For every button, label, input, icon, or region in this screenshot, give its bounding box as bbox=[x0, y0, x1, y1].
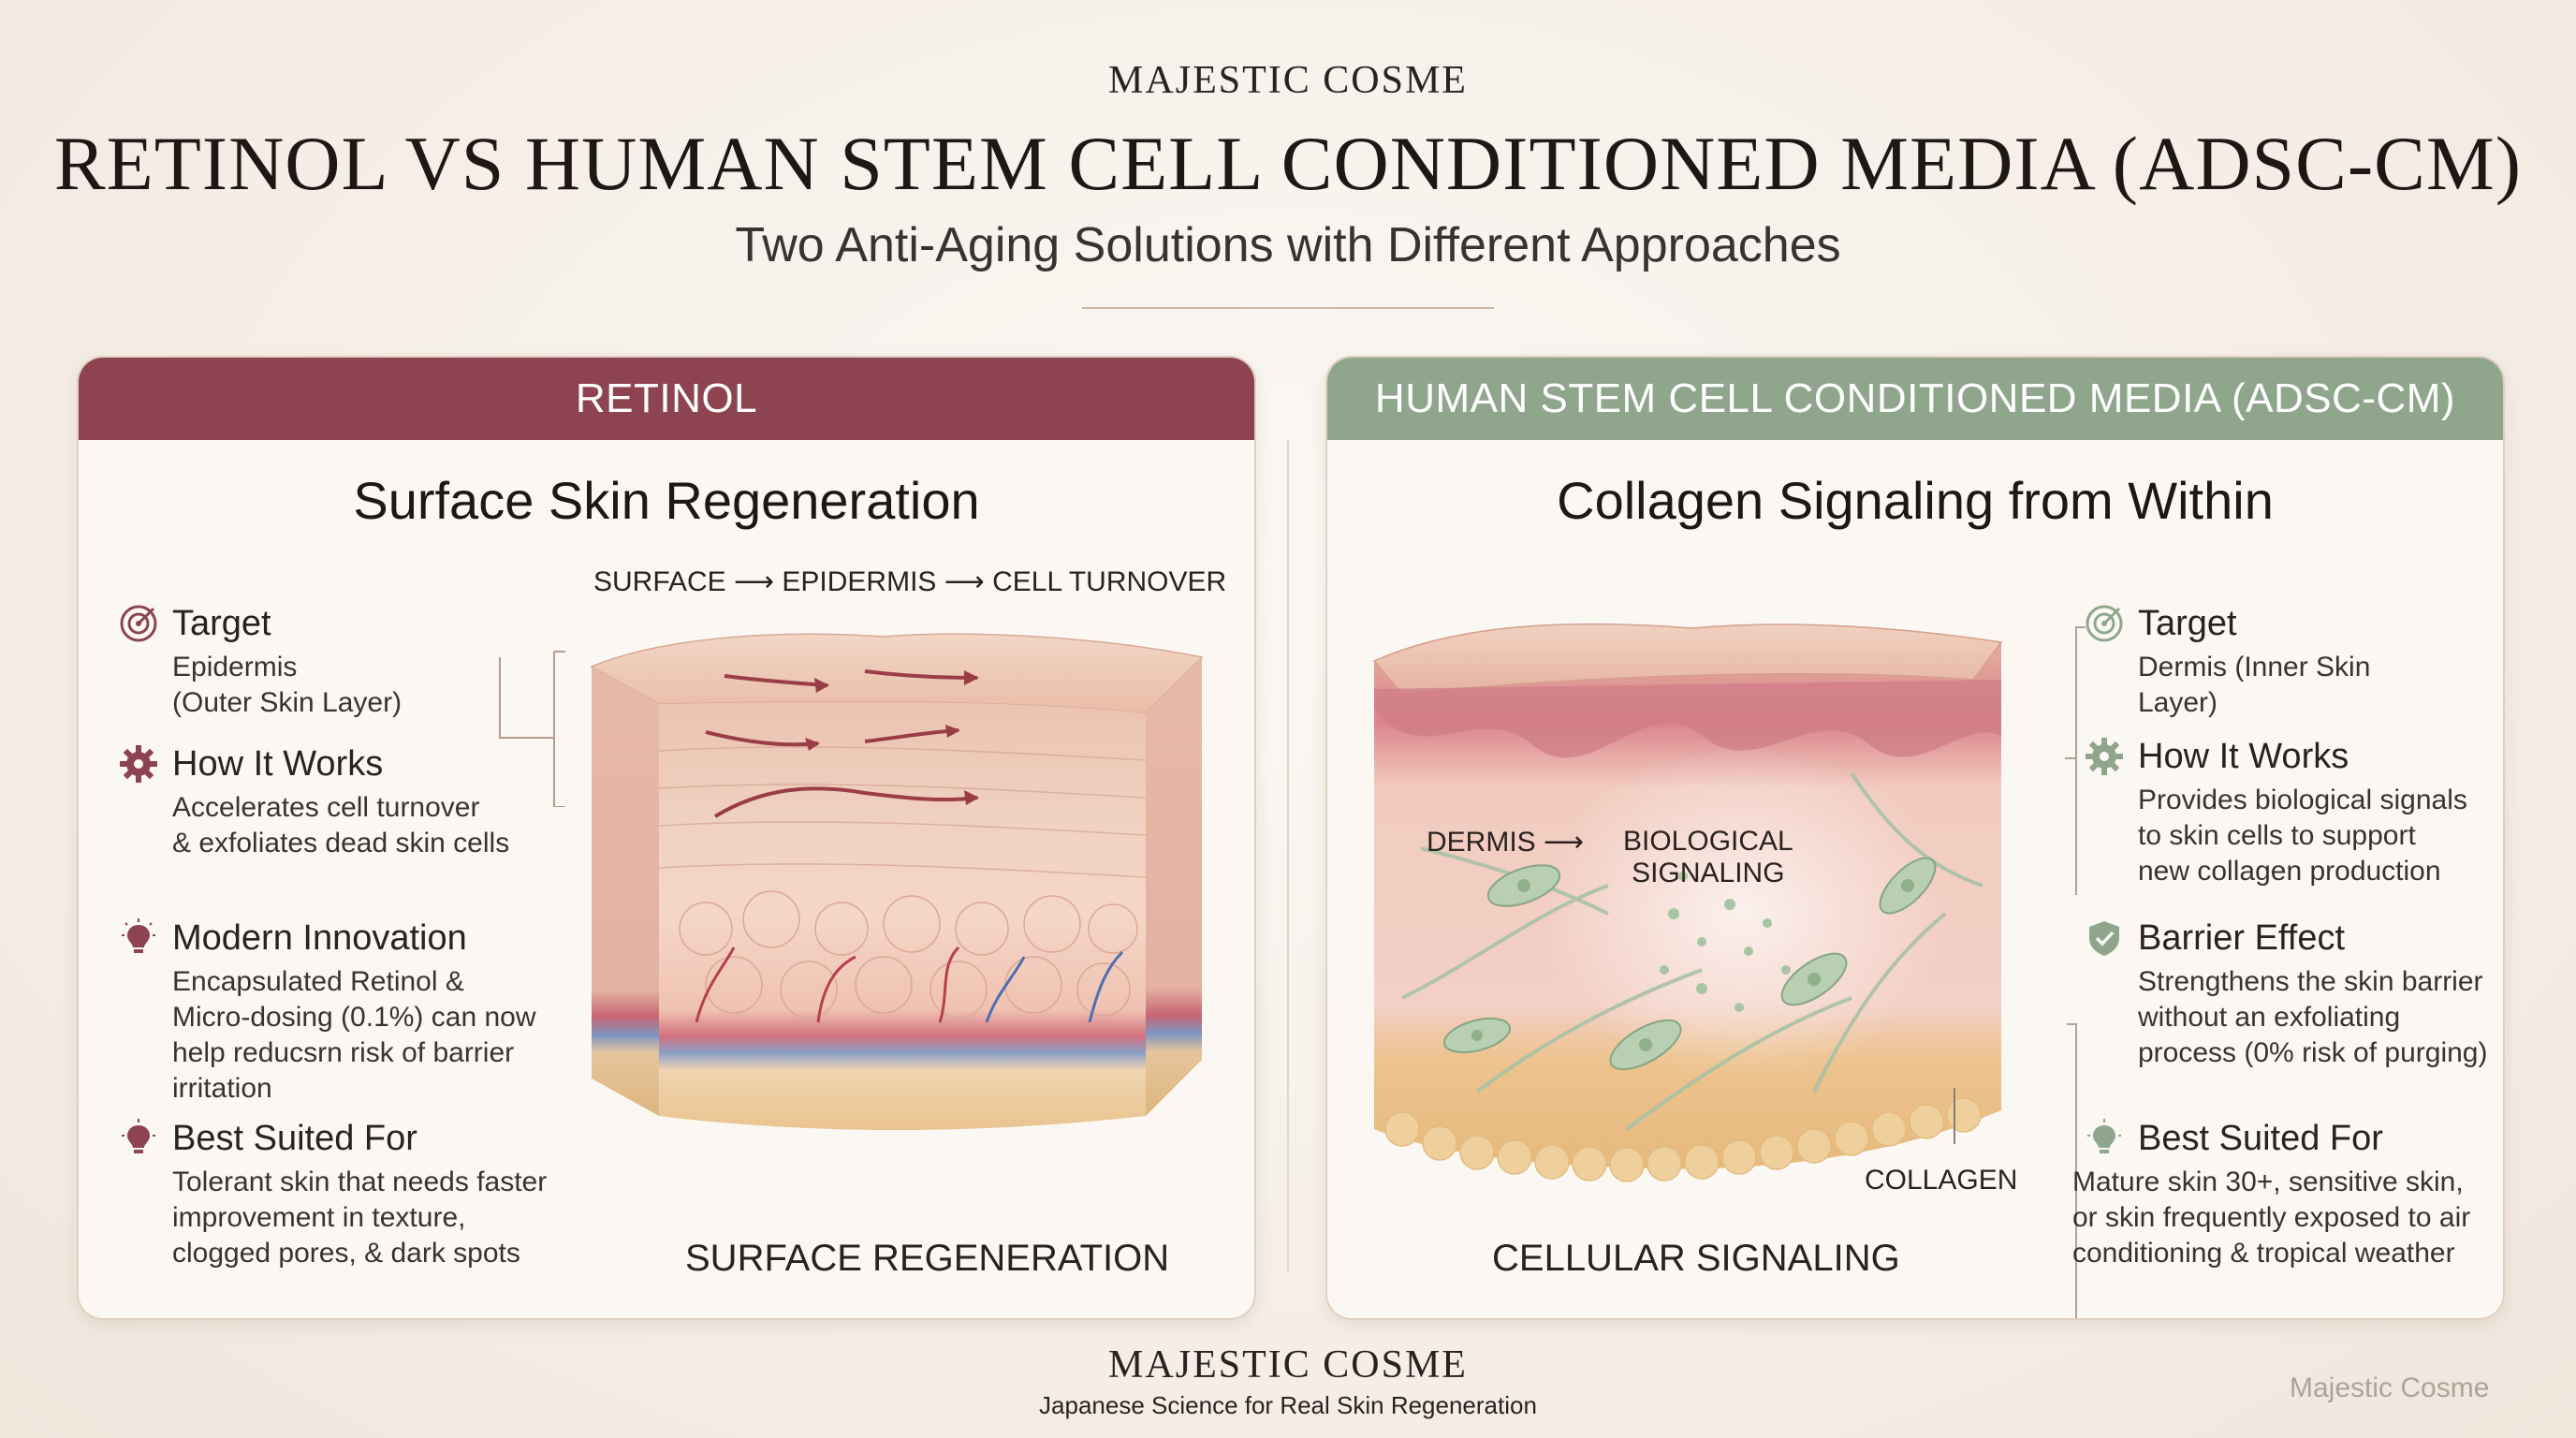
flow-cell-turnover: CELL TURNOVER bbox=[992, 566, 1227, 597]
flow-dermis: DERMIS bbox=[1427, 827, 1536, 858]
feature-text: conditioning & tropical weather bbox=[2072, 1238, 2455, 1269]
flow-signaling: SIGNALING bbox=[1632, 858, 1785, 888]
feature-text: Dermis (Inner Skin bbox=[2138, 652, 2371, 682]
dermis-illustration bbox=[1372, 623, 2003, 1182]
feature-text: Mature skin 30+, sensitive skin, bbox=[2072, 1167, 2464, 1197]
center-divider bbox=[1287, 440, 1289, 1273]
adsc-header: HUMAN STEM CELL CONDITIONED MEDIA (ADSC-… bbox=[1327, 358, 2503, 440]
gear-icon bbox=[2084, 736, 2125, 777]
feature-text: new collagen production bbox=[2138, 856, 2441, 887]
lightbulb-icon bbox=[118, 1118, 159, 1159]
feature-text: process (0% risk of purging) bbox=[2138, 1037, 2488, 1068]
feature-title: How It Works bbox=[172, 743, 384, 784]
arrow-right-icon: ⟶ bbox=[734, 566, 783, 597]
connector-bracket bbox=[2065, 626, 2086, 1318]
retinol-flow: SURFACE ⟶ EPIDERMIS ⟶ CELL TURNOVER bbox=[593, 565, 1226, 598]
feature-text: help reducsrn risk of barrier bbox=[172, 1037, 515, 1068]
footer-tagline: Japanese Science for Real Skin Regenerat… bbox=[1039, 1391, 1537, 1419]
feature-target: Target Dermis (Inner Skin Layer) bbox=[2084, 603, 2370, 721]
connector-bracket bbox=[499, 651, 565, 807]
adsc-flow-dermis: DERMIS ⟶ bbox=[1427, 826, 1584, 858]
feature-title: Best Suited For bbox=[172, 1118, 417, 1158]
feature-text: & exfoliates dead skin cells bbox=[172, 828, 510, 858]
target-icon bbox=[2084, 603, 2125, 644]
feature-target: Target Epidermis (Outer Skin Layer) bbox=[118, 603, 402, 721]
adsc-panel: HUMAN STEM CELL CONDITIONED MEDIA (ADSC-… bbox=[1325, 356, 2505, 1320]
feature-text: to skin cells to support bbox=[2138, 820, 2416, 851]
feature-text: (Outer Skin Layer) bbox=[172, 687, 402, 718]
feature-text: Encapsulated Retinol & bbox=[172, 966, 464, 997]
adsc-heading: Collagen Signaling from Within bbox=[1557, 471, 2274, 530]
retinol-caption: SURFACE REGENERATION bbox=[685, 1238, 1170, 1279]
feature-text: Provides biological signals bbox=[2138, 785, 2467, 815]
feature-text: Micro-dosing (0.1%) can now bbox=[172, 1002, 536, 1033]
watermark: Majestic Cosme bbox=[2290, 1372, 2490, 1403]
feature-barrier-effect: Barrier Effect Strengthens the skin barr… bbox=[2084, 917, 2487, 1071]
retinol-header: RETINOL bbox=[79, 358, 1254, 440]
feature-title: Target bbox=[2138, 603, 2237, 643]
feature-best-suited: Best Suited For Mature skin 30+, sensiti… bbox=[2072, 1118, 2470, 1271]
flow-biological: BIOLOGICAL bbox=[1623, 826, 1793, 857]
feature-text: Tolerant skin that needs faster bbox=[172, 1167, 548, 1197]
lightbulb-icon bbox=[118, 917, 159, 959]
feature-text: clogged pores, & dark spots bbox=[172, 1238, 520, 1269]
feature-text: improvement in texture, bbox=[172, 1202, 466, 1233]
feature-text: Strengthens the skin barrier bbox=[2138, 966, 2483, 997]
feature-title: Modern Innovation bbox=[172, 917, 467, 958]
feature-text: Epidermis bbox=[172, 652, 298, 682]
flow-epidermis: EPIDERMIS bbox=[782, 566, 937, 597]
adsc-caption: CELLULAR SIGNALING bbox=[1492, 1238, 1900, 1279]
feature-best-suited: Best Suited For Tolerant skin that needs… bbox=[118, 1118, 547, 1271]
feature-text: Layer) bbox=[2138, 687, 2218, 718]
arrow-right-icon: ⟶ bbox=[1544, 827, 1585, 858]
page-title: RETINOL VS HUMAN STEM CELL CONDITIONED M… bbox=[53, 121, 2523, 206]
feature-title: Target bbox=[172, 603, 271, 643]
retinol-heading: Surface Skin Regeneration bbox=[353, 471, 980, 530]
feature-text: Accelerates cell turnover bbox=[172, 792, 480, 823]
shield-check-icon bbox=[2084, 917, 2125, 959]
feature-how-it-works: How It Works Provides biological signals… bbox=[2084, 736, 2467, 889]
page-subtitle: Two Anti-Aging Solutions with Different … bbox=[735, 218, 1841, 272]
flow-surface: SURFACE bbox=[593, 566, 726, 597]
collagen-pointer bbox=[1954, 1088, 1955, 1144]
feature-title: Barrier Effect bbox=[2138, 917, 2346, 958]
feature-modern-innovation: Modern Innovation Encapsulated Retinol &… bbox=[118, 917, 536, 1107]
target-icon bbox=[118, 603, 159, 644]
title-divider bbox=[1082, 307, 1494, 309]
collagen-label: COLLAGEN bbox=[1865, 1165, 2018, 1196]
feature-title: How It Works bbox=[2138, 736, 2349, 776]
feature-text: without an exfoliating bbox=[2138, 1002, 2401, 1033]
gear-icon bbox=[118, 743, 159, 785]
arrow-right-icon: ⟶ bbox=[944, 566, 993, 597]
lightbulb-icon bbox=[2084, 1118, 2125, 1159]
adsc-flow-signaling: BIOLOGICAL SIGNALING bbox=[1623, 826, 1793, 889]
feature-how-it-works: How It Works Accelerates cell turnover &… bbox=[118, 743, 509, 861]
feature-text: or skin frequently exposed to air bbox=[2072, 1202, 2471, 1233]
feature-text: irritation bbox=[172, 1073, 272, 1104]
epidermis-illustration bbox=[590, 633, 1204, 1130]
retinol-panel: RETINOL Surface Skin Regeneration SURFAC… bbox=[77, 356, 1256, 1320]
feature-title: Best Suited For bbox=[2138, 1118, 2383, 1158]
brand-top: MAJESTIC COSME bbox=[1108, 59, 1468, 102]
brand-bottom: MAJESTIC COSME bbox=[1108, 1343, 1468, 1387]
